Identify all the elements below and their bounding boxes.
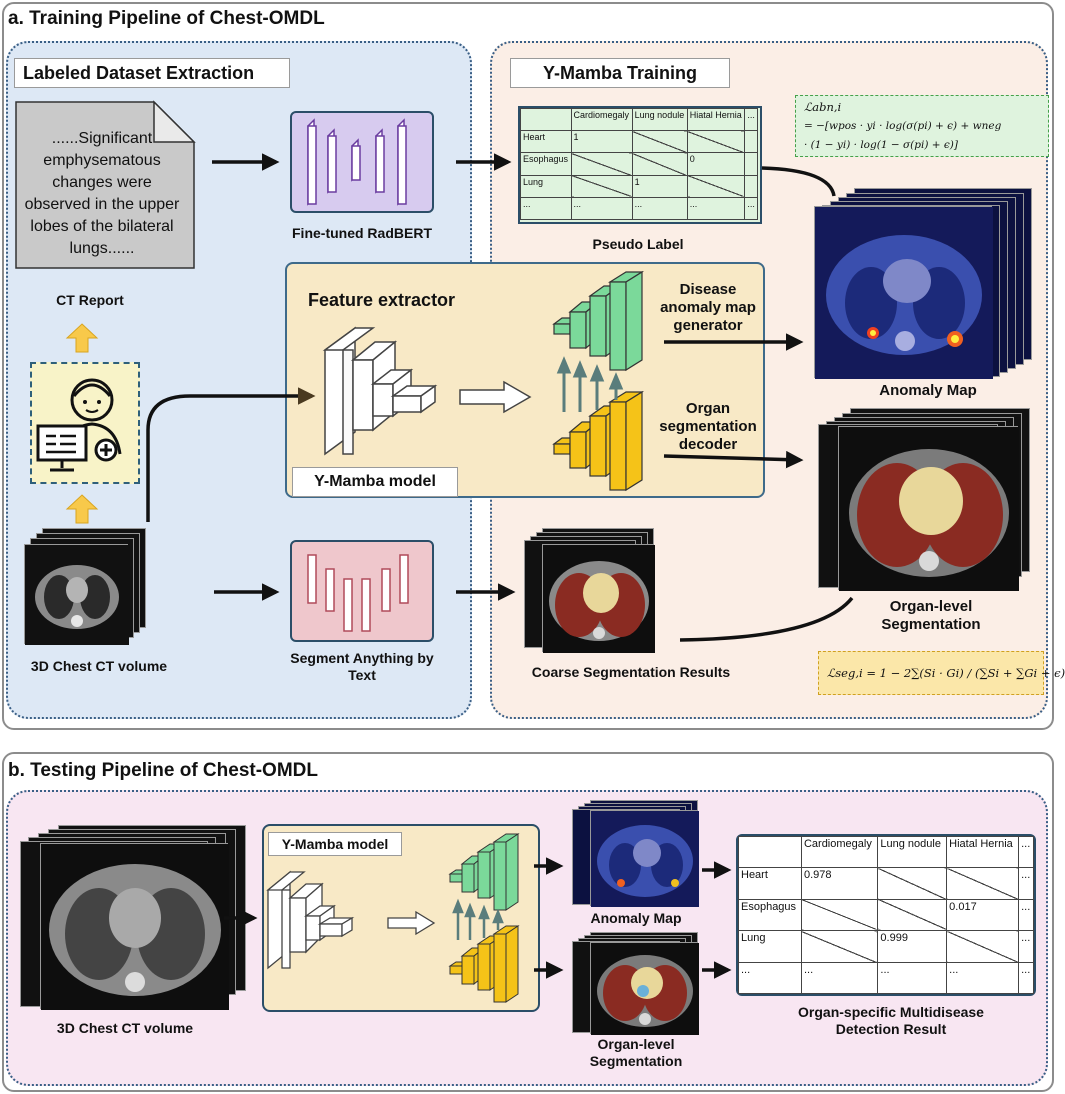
loss-abn-line2: · (1 − yi) · log(1 − σ(pi) + ϵ)] [804,139,958,151]
table-header: Cardiomegaly [800,835,879,869]
organ-seg-label: Organ-level Segmentation [881,598,981,633]
anomaly-map-label: Anomaly Map [879,382,977,399]
loss-abn-formula: ℒabn,i = −[wpos · yi · log(σ(pi) + ϵ) + … [795,95,1049,157]
table-header: Lung nodule [877,835,948,869]
ct-volume-stack [14,825,250,1015]
loss-abn-line1: = −[wpos · yi · log(σ(pi) + ϵ) + wneg [804,120,1002,132]
ct-volume-label: 3D Chest CT volume [56,1020,194,1036]
section-b-arrows [224,857,732,979]
encoder-blocks-icon [322,326,438,456]
table-cell [738,835,802,869]
section-a-arrows [146,153,854,642]
organ-seg-label: Organ-level Segmentation [589,1036,683,1069]
table-cell: ... [570,196,633,221]
hollow-arrow-icon [387,910,436,936]
table-cell: ... [520,196,572,221]
anomaly-decoder-icon [448,833,520,911]
radbert-layers-icon [307,118,407,206]
table-header: Lung nodule [631,107,688,132]
ct-report-text: ......Significant emphysematous changes … [24,130,180,257]
disease-generator-label: Disease anomaly map generator [660,281,756,334]
table-cell: ... [738,961,802,995]
table-cell: ... [744,196,758,221]
anomaly-map-label: Anomaly Map [590,910,682,926]
loss-abn-lhs: ℒabn,i [804,100,842,114]
organ-decoder-icon [552,390,645,492]
skip-connection-arrows [452,898,504,940]
ymamba-training-title: Y-Mamba Training [510,58,730,88]
doctor-icon [36,378,122,472]
sam-layers-icon [307,554,409,632]
ymamba-model-label: Y-Mamba model [292,467,458,497]
loss-seg-formula: ℒseg,i = 1 − 2∑(Si · Gi) / (∑Si + ∑Gi + … [818,651,1065,695]
pseudo-label-caption: Pseudo Label [592,236,684,252]
table-row-label: Lung [738,930,802,963]
table-cell: ... [800,961,879,995]
ymamba-model-label: Y-Mamba model [268,832,402,856]
organ-decoder-icon [448,925,520,1003]
section-b-title: b. Testing Pipeline of Chest-OMDL [8,760,318,781]
table-cell: 0.017 [946,898,1020,932]
hollow-arrow-icon [459,380,532,414]
encoder-blocks-icon [266,870,355,970]
organ-decoder-label: Organ segmentation decoder [659,400,757,453]
up-arrow-icon [65,323,99,353]
ct-volume-label: 3D Chest CT volume [30,658,168,674]
coarse-seg-stack [518,528,658,658]
table-cell: ... [946,961,1020,995]
table-header: Hiatal Hernia [946,835,1020,869]
ct-report-label: CT Report [56,292,124,308]
table-cell: ... [1018,961,1034,995]
result-label: Organ-specific Multidisease Detection Re… [798,1004,984,1037]
up-arrow-icon [65,494,99,524]
table-cell: ... [686,196,746,221]
table-row-label: Heart [738,867,802,900]
organ-seg-stack [566,932,702,1036]
table-cell: ... [631,196,688,221]
anomaly-map-stack [566,800,702,908]
ct-volume-stack [24,528,150,648]
coarse-seg-label: Coarse Segmentation Results [531,664,731,680]
table-cell: ... [877,961,948,995]
table-header: ... [744,107,758,132]
ct-report-document [15,100,196,269]
anomaly-map-stack [812,188,1034,379]
radbert-label: Fine-tuned RadBERT [292,225,432,241]
section-a-title: a. Training Pipeline of Chest-OMDL [8,8,325,29]
anomaly-decoder-icon [552,270,645,372]
skip-connection-arrows [556,356,624,412]
sam-label: Segment Anything by Text [290,650,434,683]
feature-extractor-label: Feature extractor [308,290,456,310]
organ-seg-stack [810,408,1034,591]
dataset-extraction-title: Labeled Dataset Extraction [14,58,290,88]
